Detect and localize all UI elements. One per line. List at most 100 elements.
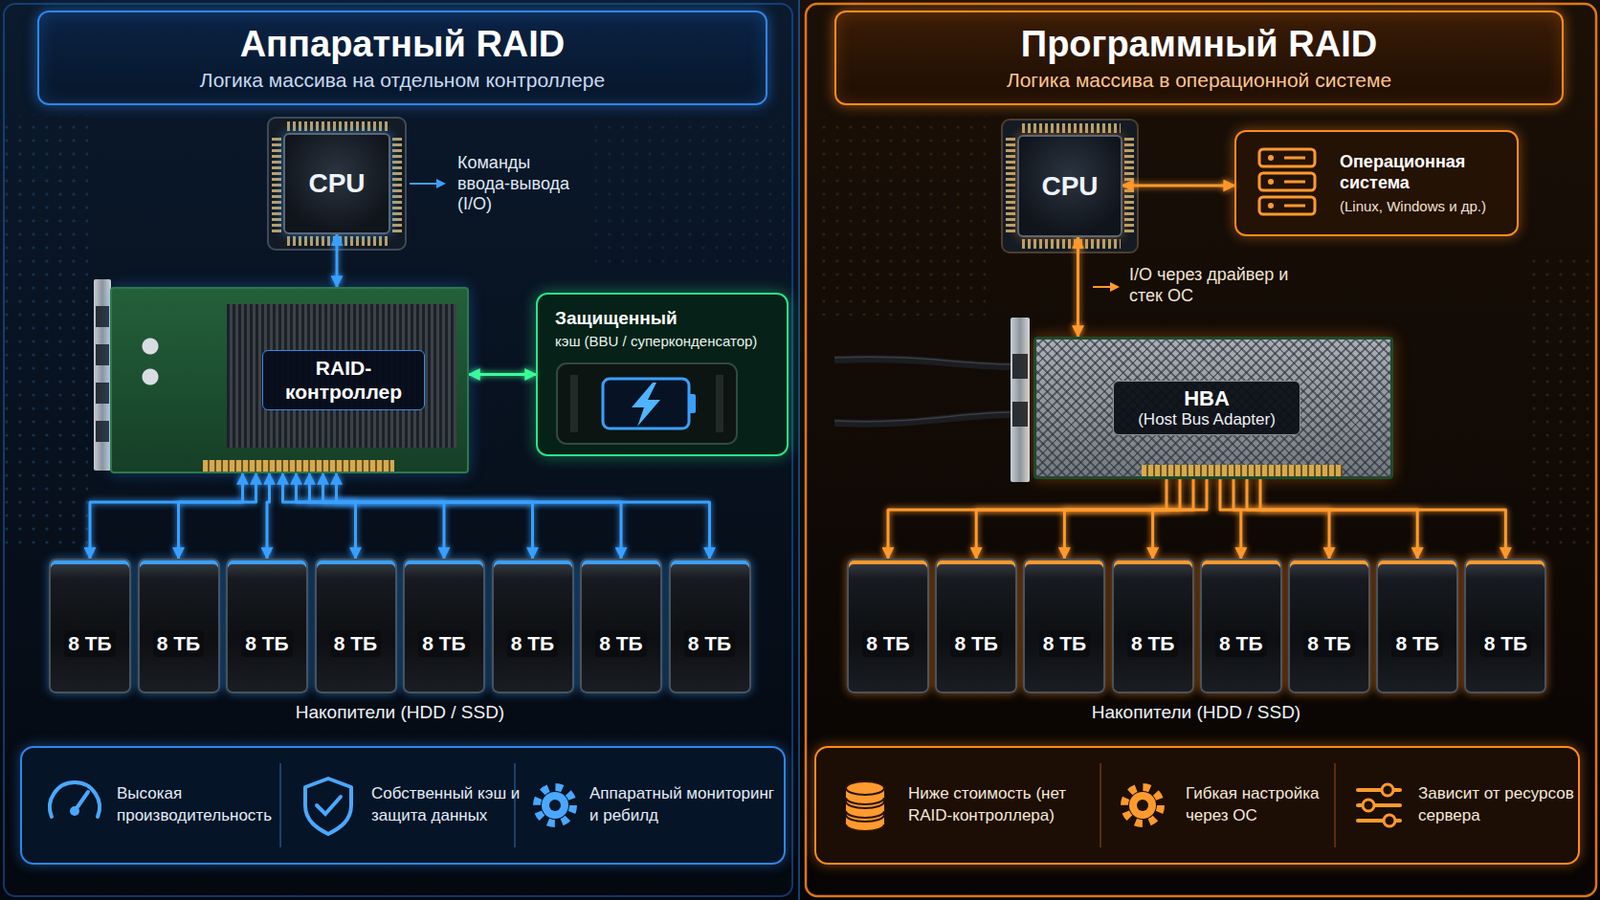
drive-capacity: 8 ТБ [418,630,469,658]
battery-module [715,375,724,433]
feature-text: Аппаратный мониторинг и ребилд [589,783,781,828]
battery-module [556,363,737,445]
gear-icon [1129,792,1156,820]
connector [335,234,339,288]
shield-icon [305,778,352,835]
drive-box: 8 ТБ [846,558,930,694]
drive-box: 8 ТБ [1464,558,1547,694]
drive-box: 8 ТБ [491,558,575,694]
server-stack-icon [1267,155,1274,161]
label-holder: Накопители (HDD / SSD) [1043,702,1350,724]
connector [89,473,244,559]
card-bracket [95,306,110,328]
cpu-chip: CPU [283,133,391,235]
sliders-icon [1383,815,1396,827]
connector [323,473,623,559]
hba-bracket-cables [834,317,1030,483]
io-note: Команды ввода-вывода (I/O) [457,153,587,216]
left-panel-ground [0,0,799,900]
speedometer-icon [49,782,100,818]
right-panel-frame [805,3,1597,897]
card-bracket [95,344,110,366]
hba-bracket-cables [834,412,1013,423]
panel-separator [798,0,800,900]
os-box-fill [1234,130,1519,237]
feature-cell: Зависит от ресурсов сервера [1418,748,1577,864]
cpu-chip-frame [285,121,389,132]
drive-capacity: 8 ТБ [1215,630,1267,658]
card-bracket [95,421,110,443]
leader-arrow [1092,286,1112,289]
header-box: Программный RAIDЛогика массива в операци… [834,10,1564,106]
drives-caption: Накопители (HDD / SSD) [246,702,554,724]
connector [336,473,711,559]
drive-box: 8 ТБ [137,558,221,694]
server-rack [0,114,89,546]
drive-box: 8 ТБ [668,558,752,694]
band-divider [1333,763,1336,848]
os-heading: Операционная система [1339,152,1510,194]
drive-box: 8 ТБ [1376,558,1459,694]
leader-arrow [409,178,446,189]
drive-capacity: 8 ТБ [950,630,1001,658]
battery-module [631,382,661,427]
gear-icon [541,792,569,820]
right-panel-ground [798,0,1600,900]
panel-subtitle: Логика массива в операционной системе [1006,67,1392,92]
header-box: Аппаратный RAIDЛогика массива на отдельн… [37,10,768,106]
server-stack-icon [1259,197,1315,215]
card-bracket [93,279,112,471]
cpu-chip-frame [1001,119,1138,253]
drive-box: 8 ТБ [934,558,1018,694]
cpu-label: CPU [1041,171,1098,202]
hba-bracket-cables [1012,401,1028,427]
cpu-chip-frame [392,134,402,235]
cpu-chip-frame [271,134,282,235]
connector [178,473,257,559]
server-stack-icon [1284,204,1306,208]
hba-bracket-cables [1012,354,1028,379]
hba-label-box: HBA(Host Bus Adapter) [1112,380,1301,437]
os-body: (Linux, Windows и др.) [1339,198,1510,215]
cpu-chip-frame [267,117,406,250]
drive-capacity: 8 ТБ [1391,630,1443,658]
hba-heading: HBA [1121,386,1292,411]
connector [1064,479,1194,559]
sliders-icon [1381,784,1394,797]
label-holder: Команды ввода-вывода (I/O) [457,153,587,216]
drive-box: 8 ТБ [1288,558,1371,694]
drive-capacity: 8 ТБ [1480,630,1532,658]
connector [1153,479,1207,559]
drive-box: 8 ТБ [1022,558,1106,694]
leader-arrow [436,178,446,189]
card-bracket [95,382,110,404]
server-stack-icon [1259,149,1315,215]
drive-capacity: 8 ТБ [241,630,292,658]
panel-subtitle: Логика массива на отдельном контроллере [200,67,605,92]
leader-arrow [409,182,439,185]
connector [1260,479,1506,559]
gear-icon [536,787,574,824]
feature-cell: Высокая производительность [116,748,275,864]
label-holder: Накопители (HDD / SSD) [246,702,554,724]
cpu-chip: CPU [1017,134,1123,238]
server-rack [593,114,785,268]
drive-box: 8 ТБ [314,558,398,694]
feature-band-fill [814,746,1580,866]
band-divider [1099,763,1102,848]
hba-bracket-cables [834,358,1013,367]
cpu-chip-frame [267,117,406,250]
gear-icon [1124,787,1161,824]
hba-bracket-cables [834,356,1013,365]
cpu-chip-frame [1001,119,1138,253]
server-stack-icon [1259,149,1315,167]
hba-card: HBA(Host Bus Adapter) [1033,336,1394,480]
gear-icon [549,800,561,812]
connector [296,473,445,559]
drive-capacity: 8 ТБ [330,630,381,658]
drive-box: 8 ТБ [1111,558,1195,694]
battery-module [570,375,578,433]
drive-box: 8 ТБ [402,558,486,694]
